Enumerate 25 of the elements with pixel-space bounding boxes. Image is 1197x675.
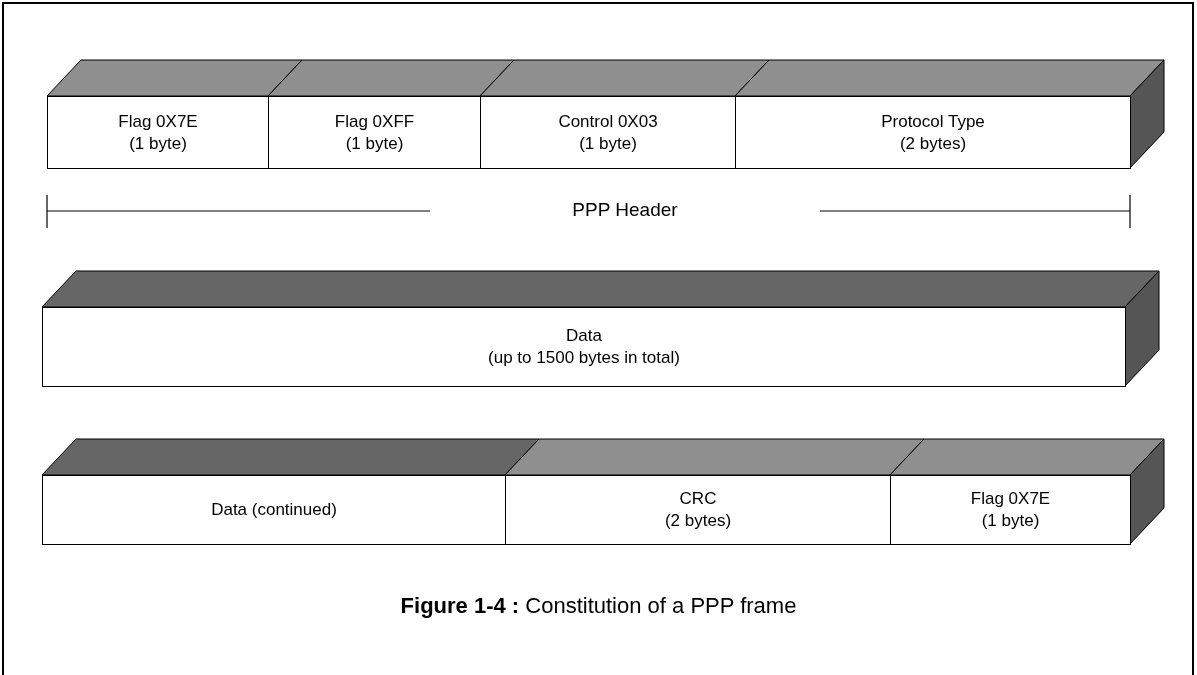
field-label: (2 bytes) (664, 510, 732, 532)
field-label: Control 0X03 (558, 110, 658, 133)
field-label: Data (566, 325, 602, 347)
field-label: CRC (679, 488, 717, 510)
field-label: (1 byte) (981, 510, 1040, 532)
field-label: (1 byte) (345, 132, 404, 155)
field-block (42, 307, 1126, 387)
figure-caption: Figure 1-4 : Constitution of a PPP frame (399, 592, 798, 620)
field-block (42, 475, 506, 545)
field-label: (1 byte) (129, 132, 187, 155)
field-label: Flag 0X7E (970, 488, 1051, 510)
field-block (480, 96, 736, 169)
field-block (505, 475, 891, 545)
field-label: Protocol Type (881, 110, 985, 133)
dimension-label: PPP Header (571, 198, 679, 222)
field-label: (up to 1500 bytes in total) (488, 347, 680, 369)
field-label: Data (continued) (211, 499, 337, 521)
field-label: Flag 0XFF (334, 110, 415, 133)
field-label: (1 byte) (579, 132, 637, 155)
field-label: (2 bytes) (899, 132, 967, 155)
field-label: Flag 0X7E (118, 110, 198, 133)
field-block (735, 96, 1131, 169)
field-block (890, 475, 1131, 545)
field-block (268, 96, 481, 169)
field-block (47, 96, 269, 169)
